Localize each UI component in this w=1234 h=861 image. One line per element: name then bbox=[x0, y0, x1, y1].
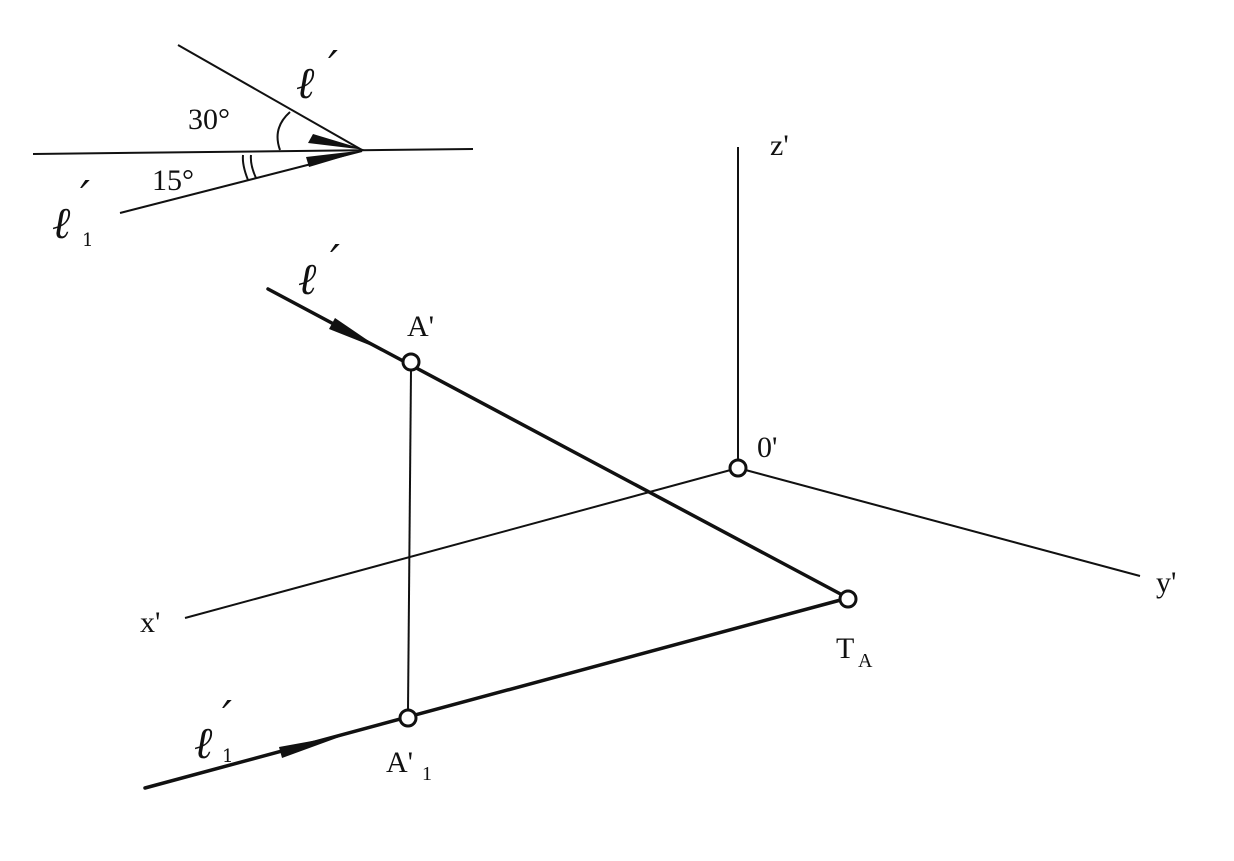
y-axis-label: y' bbox=[1156, 566, 1176, 599]
ray-l1-prime: ′ bbox=[222, 692, 232, 743]
ray-l-symbol: ℓ bbox=[298, 254, 317, 305]
angle-15-label: 15° bbox=[152, 164, 194, 197]
legend-l1-prime: ′ bbox=[80, 172, 90, 223]
z-axis-label: z' bbox=[770, 129, 789, 162]
point-A1 bbox=[398, 708, 418, 728]
direction-legend: 30° 15° ℓ ′ ℓ ′ 1 bbox=[32, 42, 474, 251]
legend-ray-l-line bbox=[177, 44, 363, 151]
angle-30-arc bbox=[276, 111, 291, 151]
angle-15-arc-outer bbox=[241, 154, 249, 181]
axes: z' 0' x' y' bbox=[140, 129, 1176, 639]
origin-label: 0' bbox=[757, 431, 777, 464]
ray-l1-subscript: 1 bbox=[222, 746, 233, 767]
y-axis bbox=[737, 467, 1141, 577]
point-A1-subscript: 1 bbox=[422, 763, 432, 785]
legend-ray-l1-arrowhead bbox=[306, 150, 366, 167]
point-A-label: A' bbox=[407, 310, 434, 343]
ray-l1-symbol: ℓ bbox=[194, 718, 213, 769]
legend-horizontal-line bbox=[32, 148, 474, 155]
ray-l1-line bbox=[143, 596, 850, 790]
origin-point bbox=[728, 458, 748, 478]
angle-30-label: 30° bbox=[188, 103, 230, 136]
point-TA bbox=[838, 589, 858, 609]
point-TA-subscript: A bbox=[858, 650, 873, 672]
projection-line bbox=[407, 369, 412, 711]
x-axis bbox=[184, 467, 739, 619]
legend-l-prime: ′ bbox=[328, 42, 338, 93]
ray-l1-arrowhead bbox=[279, 735, 345, 758]
legend-l1-subscript: 1 bbox=[82, 230, 93, 251]
angle-15-arc-inner bbox=[249, 154, 257, 179]
point-A bbox=[401, 352, 421, 372]
legend-l1-symbol: ℓ bbox=[52, 198, 71, 249]
point-A1-label: A' bbox=[386, 746, 413, 779]
construction: A' A' 1 T A ℓ ′ ℓ ′ 1 bbox=[143, 236, 873, 790]
legend-ray-l-arrowhead bbox=[308, 134, 366, 150]
legend-l-symbol: ℓ bbox=[296, 58, 315, 109]
ray-l-arrowhead bbox=[329, 318, 382, 350]
point-TA-label: T bbox=[836, 632, 854, 665]
x-axis-label: x' bbox=[140, 606, 160, 639]
ray-l-prime: ′ bbox=[330, 236, 340, 287]
